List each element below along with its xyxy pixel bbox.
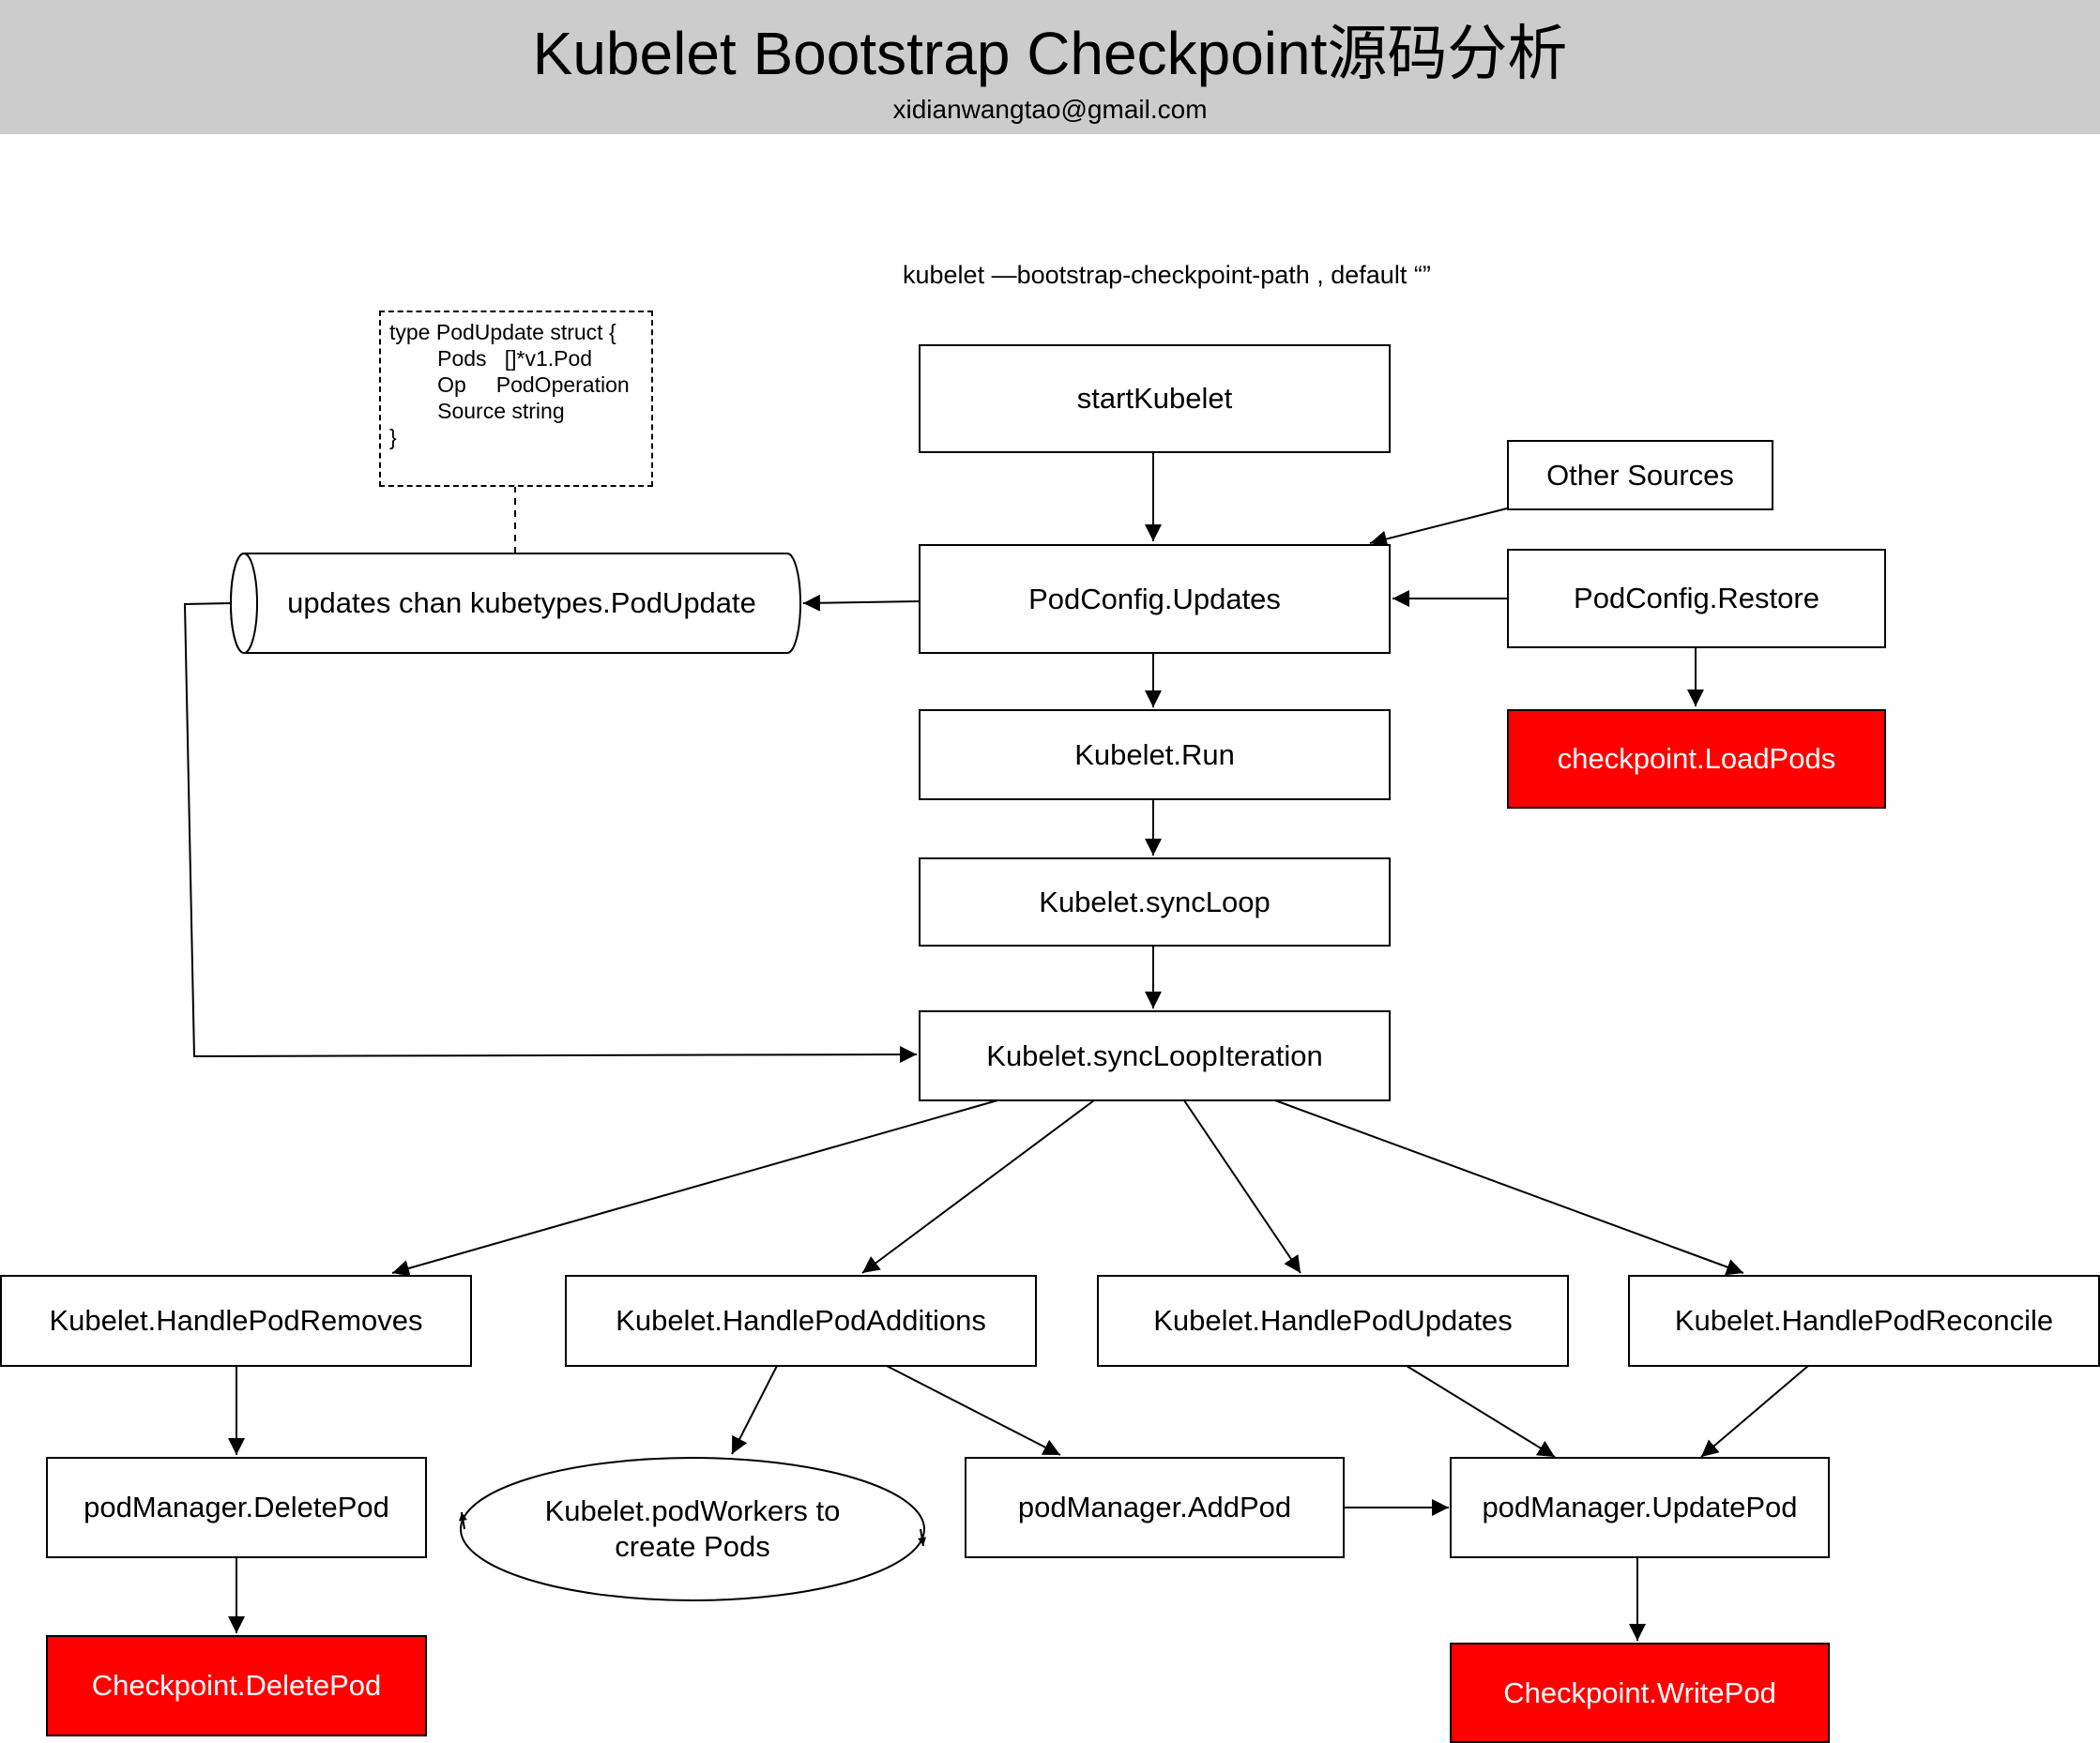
node-handle-pod-updates[interactable]: Kubelet.HandlePodUpdates	[1097, 1275, 1569, 1367]
edge-additions-to-addpod	[886, 1365, 1061, 1456]
node-podmanager-updatepod[interactable]: podManager.UpdatePod	[1450, 1457, 1830, 1558]
node-kubelet-syncloopiteration[interactable]: Kubelet.syncLoopIteration	[919, 1010, 1391, 1101]
header-band: Kubelet Bootstrap Checkpoint源码分析 xidianw…	[0, 0, 2100, 134]
channel-cylinder	[230, 553, 801, 654]
node-start-kubelet[interactable]: startKubelet	[919, 344, 1391, 453]
node-pod-workers[interactable]: Kubelet.podWorkers to create Pods	[544, 1494, 841, 1563]
edge-updates-handler-to-updatepod	[1406, 1365, 1556, 1458]
edge-updates-to-channel	[802, 594, 920, 612]
node-handle-pod-reconcile[interactable]: Kubelet.HandlePodReconcile	[1628, 1275, 2100, 1367]
node-other-sources[interactable]: Other Sources	[1507, 440, 1773, 510]
node-handle-pod-removes[interactable]: Kubelet.HandlePodRemoves	[0, 1275, 472, 1367]
ellipse-tick-left	[459, 1511, 467, 1530]
bootstrap-flag-note: kubelet —bootstrap-checkpoint-path , def…	[903, 261, 1431, 289]
pod-workers-ellipse	[460, 1457, 925, 1601]
podupdate-struct-note: type PodUpdate struct { Pods []*v1.Pod O…	[379, 311, 653, 487]
channel-label: updates chan kubetypes.PodUpdate	[287, 586, 756, 619]
edge-othersources-to-updates	[1369, 508, 1508, 548]
edge-reconcile-to-updatepod	[1700, 1365, 1809, 1458]
node-kubelet-syncloop[interactable]: Kubelet.syncLoop	[919, 857, 1391, 947]
edge-iteration-to-removes	[391, 1099, 998, 1277]
author-email: xidianwangtao@gmail.com	[892, 95, 1208, 124]
node-podmanager-addpod[interactable]: podManager.AddPod	[965, 1457, 1345, 1558]
edge-iteration-to-reconcile	[1274, 1099, 1744, 1276]
node-podmanager-deletepod[interactable]: podManager.DeletePod	[46, 1457, 427, 1558]
node-kubelet-run[interactable]: Kubelet.Run	[919, 709, 1391, 800]
node-handle-pod-additions[interactable]: Kubelet.HandlePodAdditions	[565, 1275, 1037, 1367]
node-checkpoint-writepod[interactable]: Checkpoint.WritePod	[1450, 1643, 1830, 1743]
ellipse-tick-right	[918, 1528, 926, 1547]
diagram-title: Kubelet Bootstrap Checkpoint源码分析	[532, 20, 1568, 87]
node-podconfig-restore[interactable]: PodConfig.Restore	[1507, 549, 1886, 648]
edge-iteration-to-updates-handler	[1183, 1099, 1301, 1274]
edge-iteration-to-additions	[861, 1099, 1095, 1274]
edge-additions-to-workers	[731, 1365, 778, 1455]
node-checkpoint-loadpods[interactable]: checkpoint.LoadPods	[1507, 709, 1886, 809]
node-podconfig-updates[interactable]: PodConfig.Updates	[919, 544, 1391, 654]
edge-channel-to-iteration	[183, 602, 918, 1064]
node-checkpoint-deletepod[interactable]: Checkpoint.DeletePod	[46, 1635, 427, 1736]
